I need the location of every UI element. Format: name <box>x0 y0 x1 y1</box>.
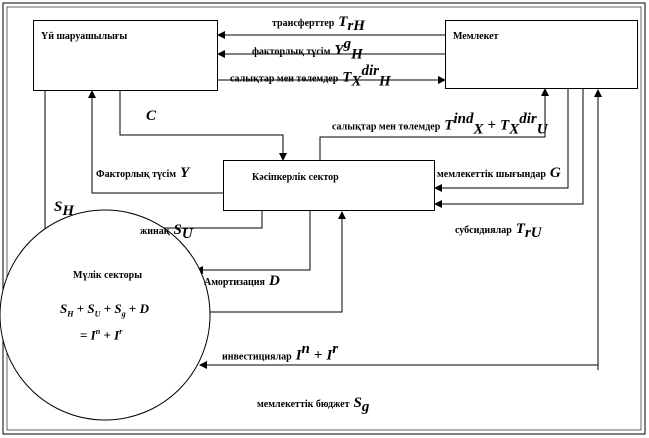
arrow-depreciation <box>195 211 311 274</box>
arrow-subsidies <box>434 89 584 208</box>
balance-equation-line2: = In + Ir <box>80 327 123 343</box>
flow-savings-household: SH <box>54 199 75 220</box>
property-sector-circle <box>0 209 211 421</box>
state-box: Мемлекет <box>445 20 638 89</box>
arrow-taxes-business <box>319 88 549 160</box>
household-label: Үй шаруашылығы <box>41 31 128 42</box>
arrow-factor-income-business <box>88 90 223 194</box>
business-label: Кәсіпкерлік сектор <box>252 172 339 183</box>
flow-consumption: C <box>146 108 157 124</box>
flow-factor-income-state: факторлық түсім YgH <box>252 36 363 63</box>
flow-taxes-household: салықтар мен төлемдер TXdirH <box>230 63 391 90</box>
flow-depreciation: Амортизация D <box>204 273 280 289</box>
flow-state-budget: мемлекеттік бюджет Sg <box>257 395 370 416</box>
arrow-state-purchases <box>434 89 569 192</box>
balance-equation-line1: SH + SU + Sg + D <box>60 301 149 319</box>
flow-savings-business: жинақ SU <box>140 222 193 243</box>
arrow-investment <box>207 211 346 313</box>
outer-border-inner <box>6 6 642 431</box>
arrow-consumption <box>119 91 287 161</box>
flow-taxes-business: салықтар мен төлемдер TindX + TXdirU <box>332 111 548 138</box>
connectors <box>41 31 602 370</box>
business-box: Кәсіпкерлік сектор <box>223 160 435 211</box>
flow-subsidies: субсидиялар TrU <box>455 221 542 242</box>
state-label: Мемлекет <box>453 31 499 42</box>
arrow-state-budget <box>199 361 599 370</box>
flow-factor-income-business: Факторлық түсім Y <box>96 165 190 181</box>
flow-transfers: трансферттер TrH <box>272 14 365 35</box>
household-box: Үй шаруашылығы <box>33 20 218 91</box>
property-sector-label: Мүлік секторы <box>73 270 142 281</box>
flow-state-purchases: мемлекеттік шығындар G <box>437 165 561 181</box>
flow-investment: инвестициялар In + Ir <box>222 341 339 364</box>
